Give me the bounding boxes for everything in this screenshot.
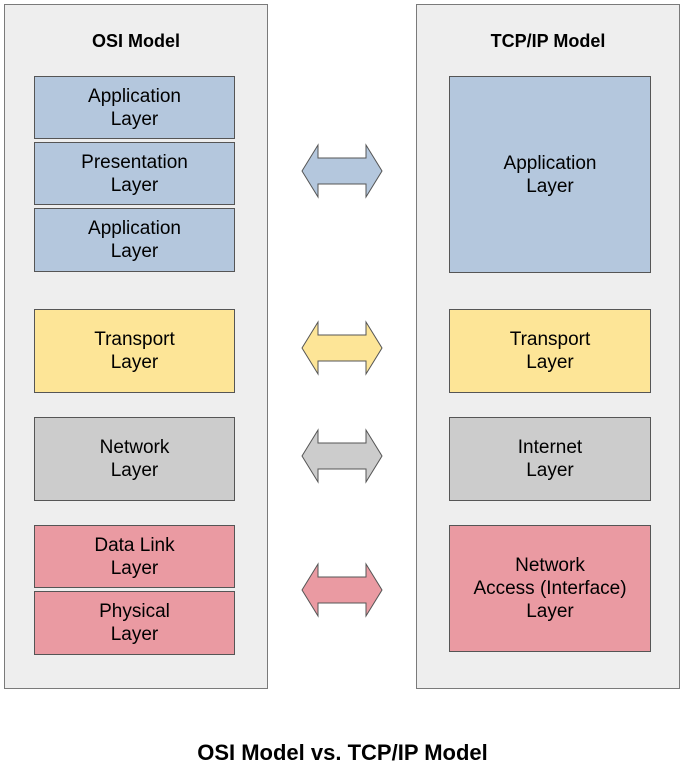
tcpip-network-access-layer: Network Access (Interface) Layer (449, 525, 651, 652)
osi-session-layer: Application Layer (34, 208, 235, 272)
osi-physical-layer: Physical Layer (34, 591, 235, 655)
osi-application-layer: Application Layer (34, 76, 235, 139)
tcpip-model-title: TCP/IP Model (490, 31, 606, 51)
osi-model-title: OSI Model (91, 31, 180, 51)
application-mapping-arrow (301, 143, 383, 199)
tcpip-transport-layer: Transport Layer (449, 309, 651, 393)
tcpip-internet-layer: Internet Layer (449, 417, 651, 501)
osi-transport-layer: Transport Layer (34, 309, 235, 393)
link-mapping-arrow (301, 562, 383, 618)
osi-presentation-layer: Presentation Layer (34, 142, 235, 205)
osi-network-layer: Network Layer (34, 417, 235, 501)
tcpip-application-layer: Application Layer (449, 76, 651, 273)
diagram-caption: OSI Model vs. TCP/IP Model (197, 740, 488, 765)
network-mapping-arrow (301, 428, 383, 484)
transport-mapping-arrow (301, 320, 383, 376)
osi-data-link-layer: Data Link Layer (34, 525, 235, 588)
